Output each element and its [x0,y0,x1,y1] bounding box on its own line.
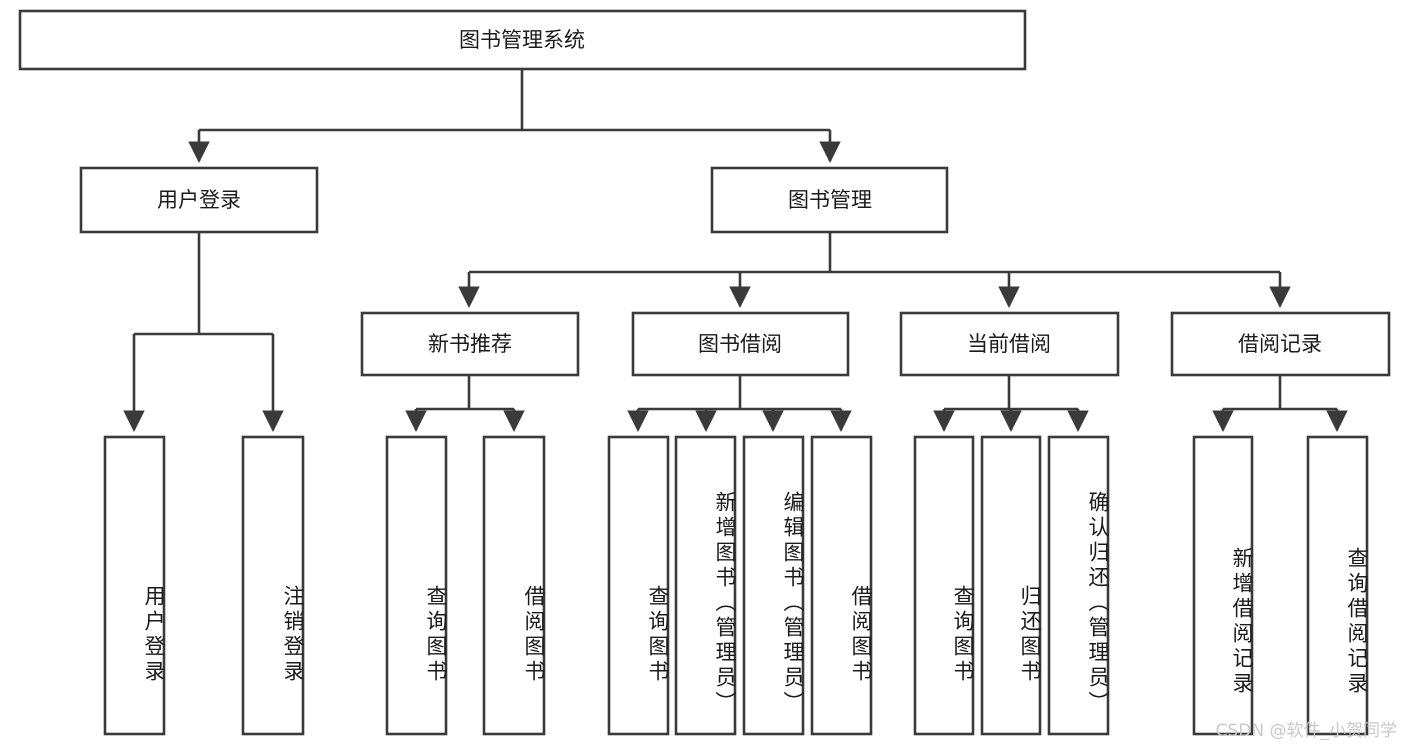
node-current-borrow-label: 当前借阅 [967,332,1051,356]
node-root-label: 图书管理系统 [459,28,585,52]
connector-group-new-book-rec [405,375,525,432]
node-user-login[interactable]: 用户登录 [79,166,319,234]
connector-group-current-borrow [933,375,1089,432]
node-user-login-box[interactable] [79,166,319,234]
node-leaf-return-book-box[interactable] [980,435,1042,736]
node-book-manage-box[interactable] [710,166,949,234]
node-leaf-user-login-box[interactable] [103,435,166,736]
node-borrow-record-box[interactable] [1170,311,1391,377]
leaf-boxes [103,435,1369,736]
node-leaf-add-book-box[interactable] [674,435,737,736]
node-book-borrow-label: 图书借阅 [698,332,782,356]
connector-group-book-manage [458,232,1291,308]
node-borrow-record-label: 借阅记录 [1238,332,1322,356]
node-new-book-rec-box[interactable] [360,311,580,377]
node-leaf-borrow-book-1-box[interactable] [482,435,546,736]
node-leaf-borrow-book-2-box[interactable] [810,435,873,736]
node-new-book-rec[interactable]: 新书推荐 [360,311,580,377]
node-root[interactable]: 图书管理系统 [18,9,1027,71]
node-current-borrow[interactable]: 当前借阅 [899,311,1120,377]
connector-group-borrow-record [1212,375,1348,432]
node-leaf-edit-book-box[interactable] [742,435,805,736]
node-user-login-label: 用户登录 [157,188,241,212]
connector-group-root [188,69,841,163]
node-book-borrow[interactable]: 图书借阅 [631,311,850,377]
node-new-book-rec-label: 新书推荐 [428,332,512,356]
connector-group-user-login [123,232,284,432]
node-leaf-query-book-3-box[interactable] [913,435,975,736]
node-leaf-add-record-box[interactable] [1192,435,1254,736]
node-current-borrow-box[interactable] [899,311,1120,377]
node-book-borrow-box[interactable] [631,311,850,377]
node-leaf-query-record-box[interactable] [1306,435,1369,736]
node-leaf-query-book-2-box[interactable] [607,435,670,736]
node-book-manage[interactable]: 图书管理 [710,166,949,234]
node-book-manage-label: 图书管理 [788,188,872,212]
node-root-box[interactable] [18,9,1027,71]
connector-group-book-borrow [627,375,852,432]
node-leaf-query-book-1-box[interactable] [385,435,448,736]
node-borrow-record[interactable]: 借阅记录 [1170,311,1391,377]
node-leaf-logout-box[interactable] [241,435,305,736]
node-leaf-confirm-return-box[interactable] [1047,435,1110,736]
